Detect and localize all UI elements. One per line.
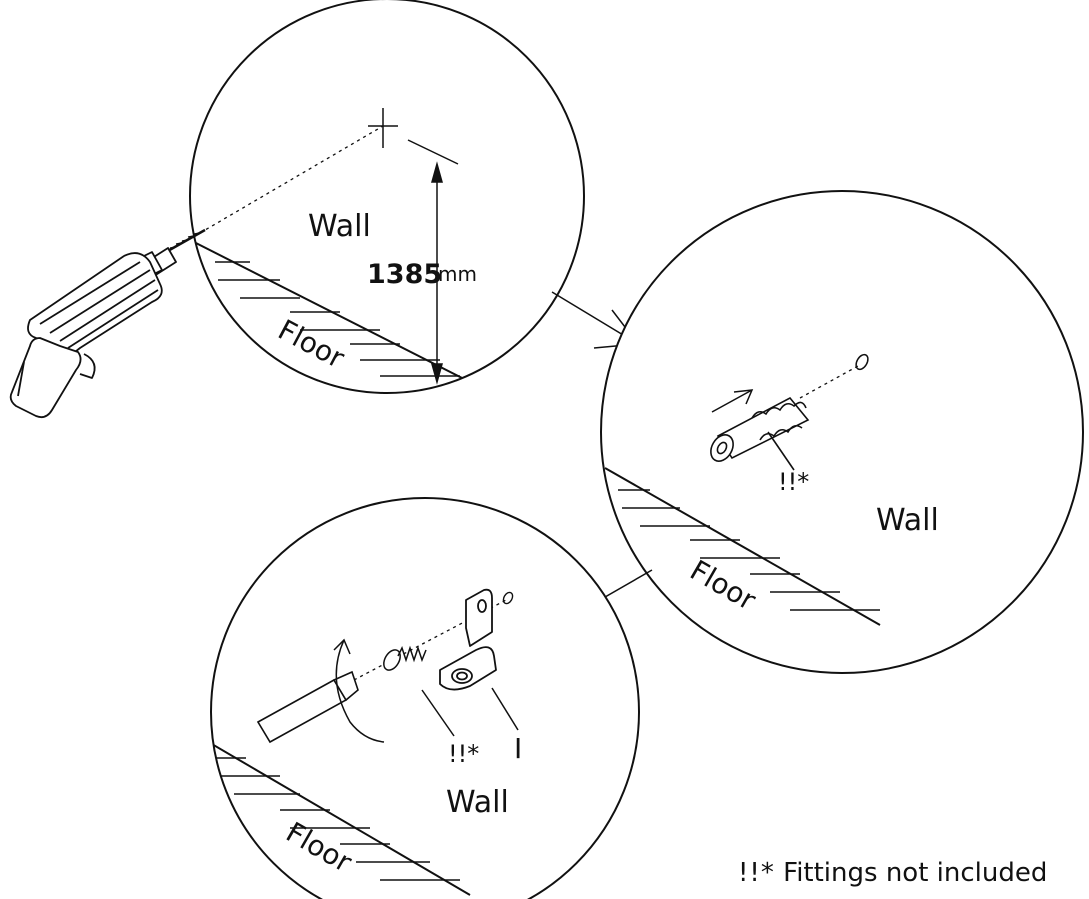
wall-label: Wall (446, 785, 509, 820)
panel-bracket-step: I !!* Wall Floor (210, 497, 640, 899)
fittings-footnote: !!* Fittings not included (738, 858, 1047, 888)
footnote-mark: !!* (738, 858, 775, 888)
panel-plug-step: !!* Wall Floor (600, 190, 1084, 674)
floor-hatch (604, 467, 881, 626)
wall-plug-icon (710, 396, 810, 471)
floor-hatch (190, 239, 471, 383)
screwdriver-icon (256, 670, 359, 744)
angle-bracket-icon (439, 588, 497, 691)
detail-circle (210, 497, 640, 899)
wall-label: Wall (876, 503, 939, 538)
rotate-arrow-icon (333, 638, 385, 743)
detail-circle (600, 190, 1084, 674)
drill-path (199, 125, 384, 234)
part-leader-line (491, 687, 519, 731)
floor-hatch (211, 739, 471, 896)
drilled-hole (855, 353, 869, 371)
height-value: 1385 (367, 259, 442, 290)
wall-label: Wall (308, 209, 371, 244)
detail-circle (189, 0, 585, 394)
fitting-not-included-mark: !!* (778, 468, 809, 496)
footnote-text: Fittings not included (783, 858, 1048, 888)
height-dimension (407, 139, 459, 385)
fix-path (353, 599, 507, 681)
height-unit: mm (438, 262, 477, 286)
drill-icon (9, 228, 206, 419)
screw-icon (383, 645, 427, 671)
fitting-not-included-mark: !!* (448, 740, 479, 768)
panel-drill-step: Wall 1385 mm Floor (9, 0, 585, 419)
drilled-hole (502, 591, 514, 605)
fitting-leader-line (421, 689, 455, 737)
part-number-label: I (514, 732, 522, 765)
insert-direction-arrow-icon (711, 389, 754, 413)
